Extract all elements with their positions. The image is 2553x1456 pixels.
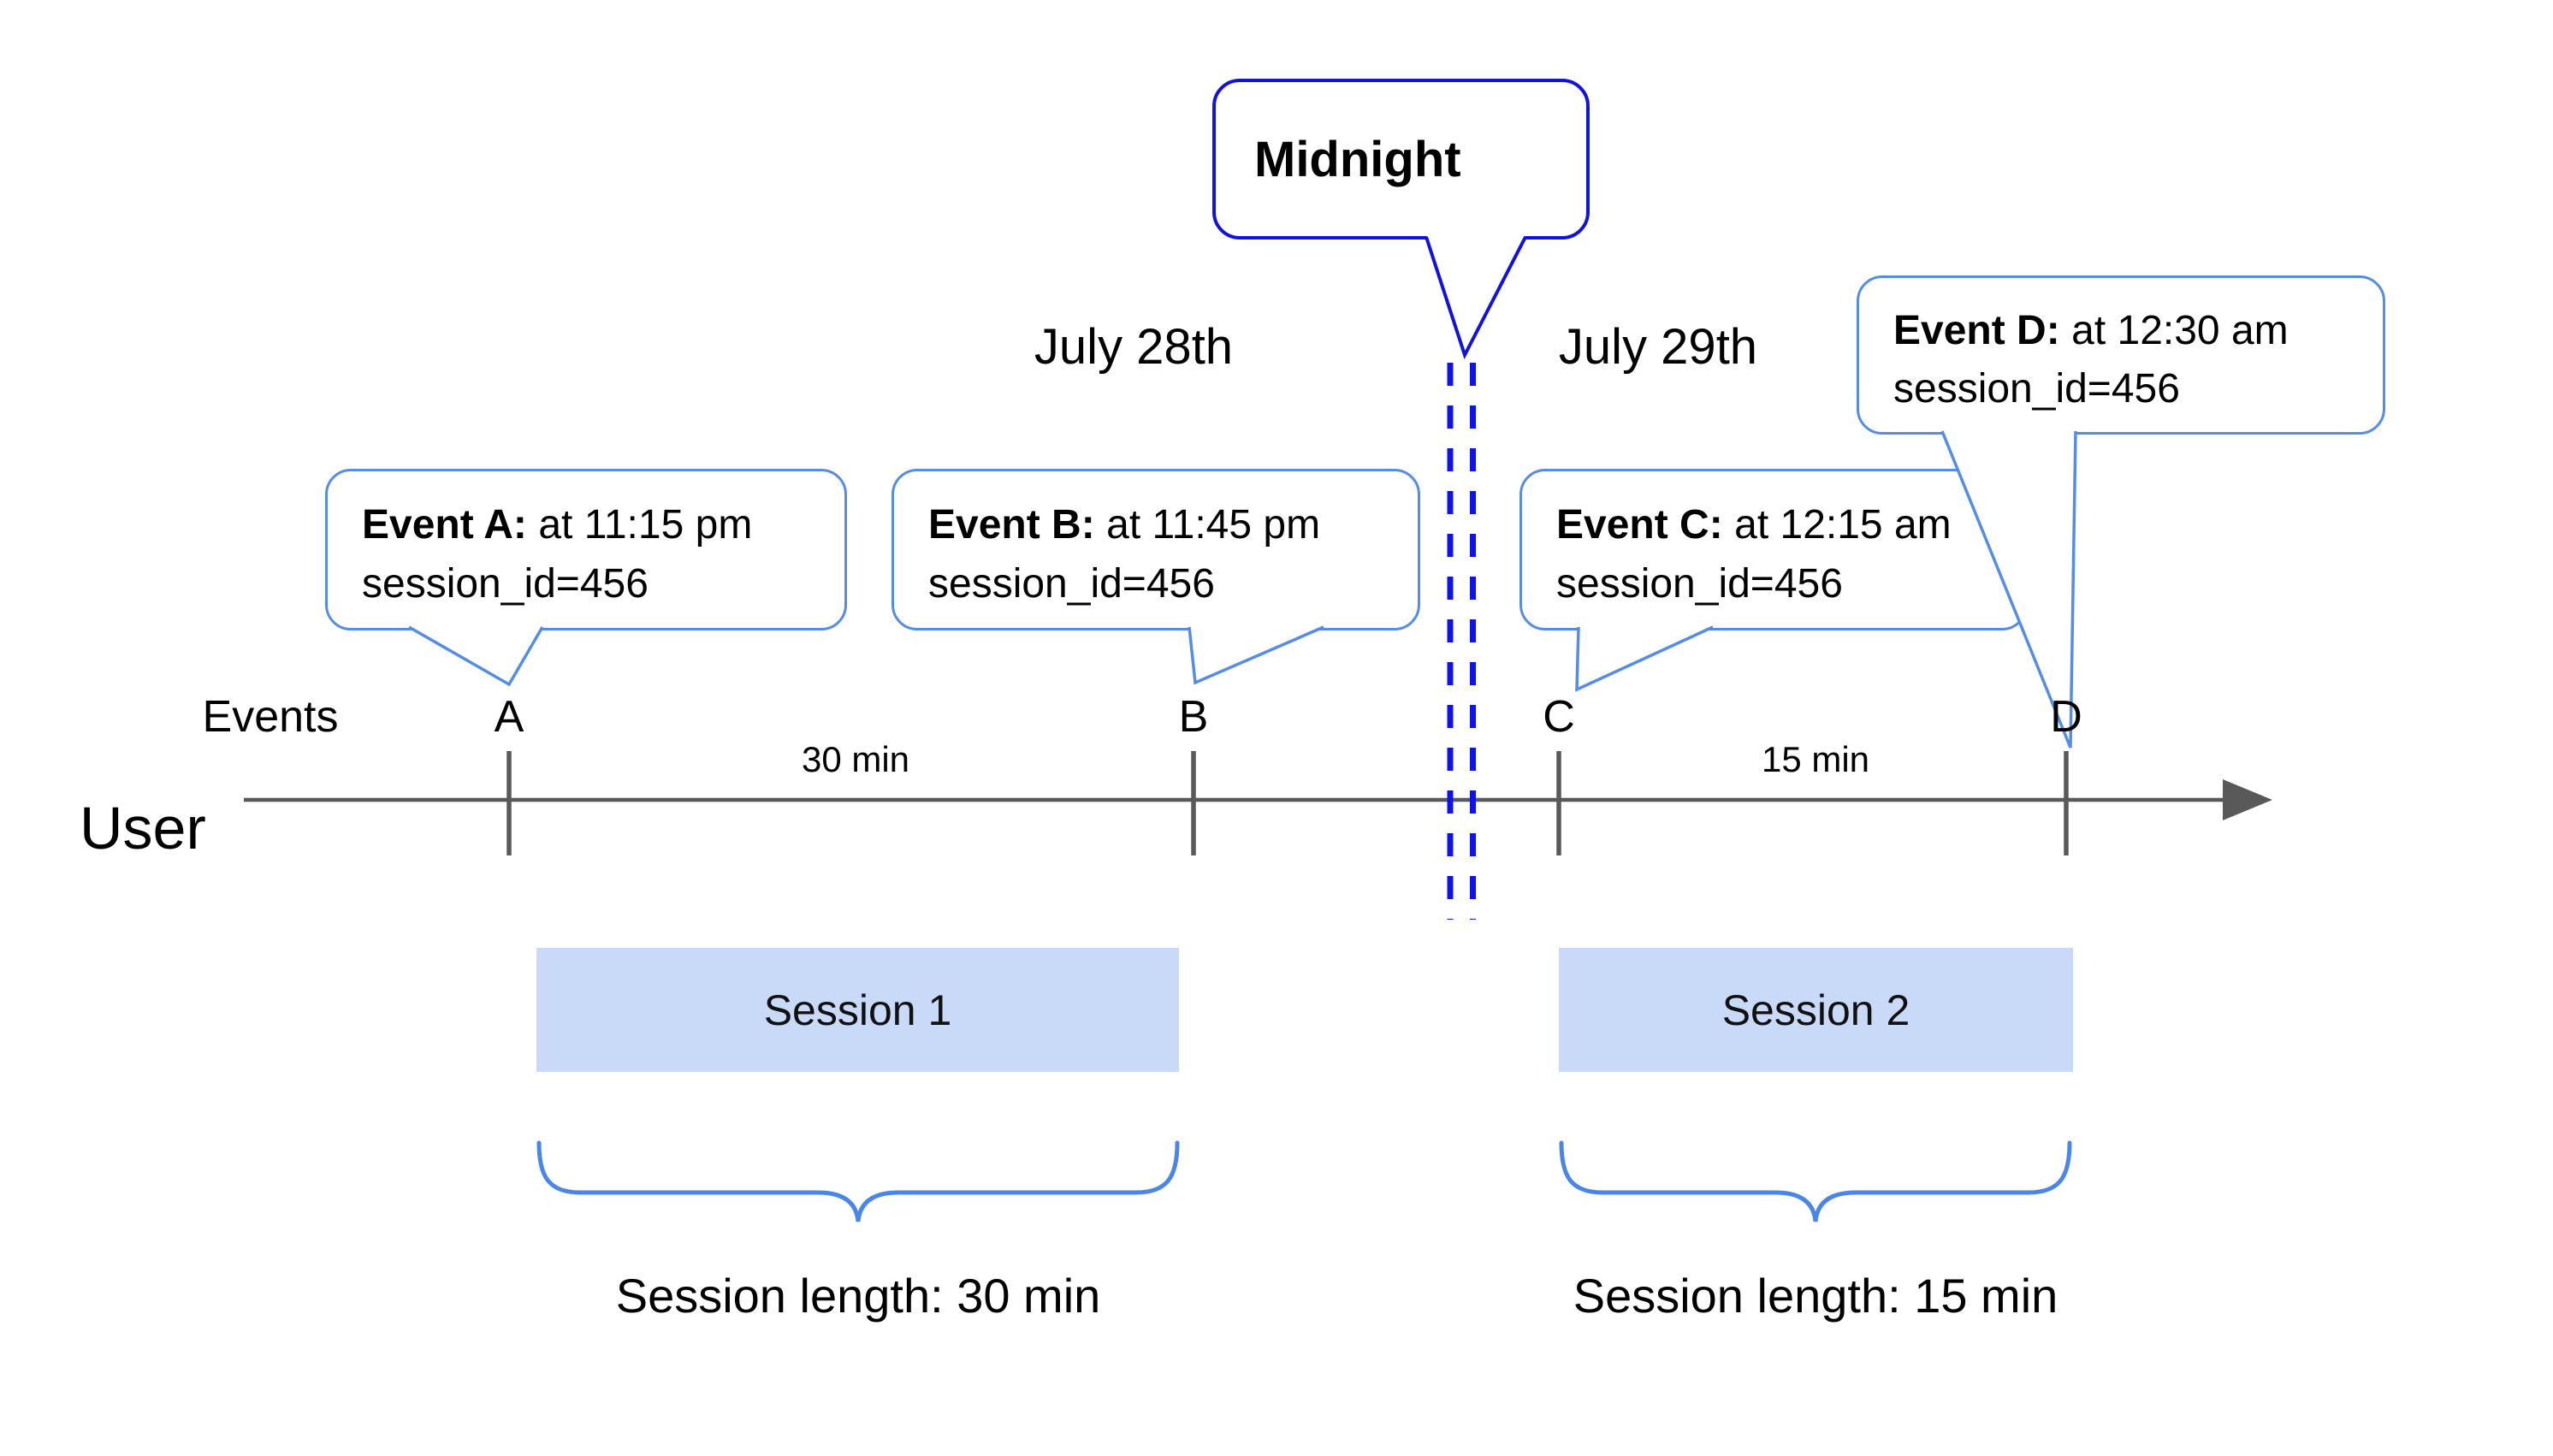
event-a-callout-line2: session_id=456 (362, 560, 649, 607)
interval-label-30min: 30 min (801, 739, 910, 779)
midnight-tail-icon (1425, 236, 1527, 360)
tick-label-b: B (1178, 692, 1209, 742)
midnight-callout-text: Midnight (1254, 131, 1461, 187)
event-b-title: Event B: (928, 502, 1095, 548)
user-axis-label: User (80, 795, 206, 861)
session1-brace (536, 1140, 1180, 1222)
event-d-title: Event D: (1893, 307, 2060, 353)
event-b-callout-line1: Event B:at 11:45 pm (928, 496, 1402, 554)
event-d-callout-line2: session_id=456 (1893, 366, 2180, 411)
tick-label-d: D (2050, 692, 2082, 742)
event-d-callout-bubble: Event D:at 12:30 am session_id=456 (1857, 275, 2385, 435)
event-b-time: at 11:45 pm (1106, 502, 1321, 548)
session2-brace (1559, 1140, 2072, 1222)
session-1-label: Session 1 (763, 985, 952, 1034)
date-label-july-28: July 28th (1034, 319, 1234, 375)
event-a-tail-icon (408, 625, 544, 687)
tick-label-c: C (1543, 692, 1575, 742)
tick-label-a: A (494, 692, 524, 742)
event-d-callout-line1: Event D:at 12:30 am (1893, 302, 2367, 360)
timeline-arrowhead-icon (2223, 779, 2272, 820)
event-d-time: at 12:30 am (2071, 307, 2289, 353)
session-2-box: Session 2 (1559, 948, 2073, 1072)
event-a-title: Event A: (362, 502, 527, 548)
event-c-callout-line1: Event C:at 12:15 am (1556, 496, 2010, 554)
event-c-callout-bubble: Event C:at 12:15 am session_id=456 (1519, 469, 2028, 630)
event-c-tail-fill (1577, 625, 1713, 690)
event-c-time: at 12:15 am (1734, 502, 1952, 548)
midnight-tail-fill (1426, 234, 1525, 355)
interval-label-15min: 15 min (1761, 739, 1870, 779)
event-a-tail-fill (409, 625, 542, 684)
midnight-callout-bubble: Midnight (1212, 79, 1590, 240)
event-a-time: at 11:15 pm (538, 502, 753, 548)
event-b-callout-bubble: Event B:at 11:45 pm session_id=456 (891, 469, 1420, 630)
event-b-tail-fill (1189, 625, 1324, 683)
event-c-callout-line2: session_id=456 (1556, 560, 1843, 607)
event-c-title: Event C: (1556, 502, 1723, 548)
date-label-july-29: July 29th (1558, 319, 1758, 375)
event-b-callout-line2: session_id=456 (928, 560, 1215, 607)
session-1-length-label: Session length: 30 min (615, 1269, 1101, 1323)
session-1-box: Session 1 (536, 948, 1179, 1072)
event-b-tail-icon (1188, 625, 1324, 685)
event-a-callout-line1: Event A:at 11:15 pm (362, 496, 829, 554)
event-c-tail-icon (1575, 625, 1714, 692)
session-2-label: Session 2 (1721, 985, 1910, 1034)
session-2-length-label: Session length: 15 min (1573, 1269, 2058, 1323)
events-axis-label: Events (202, 692, 339, 742)
event-a-callout-bubble: Event A:at 11:15 pm session_id=456 (325, 469, 847, 630)
